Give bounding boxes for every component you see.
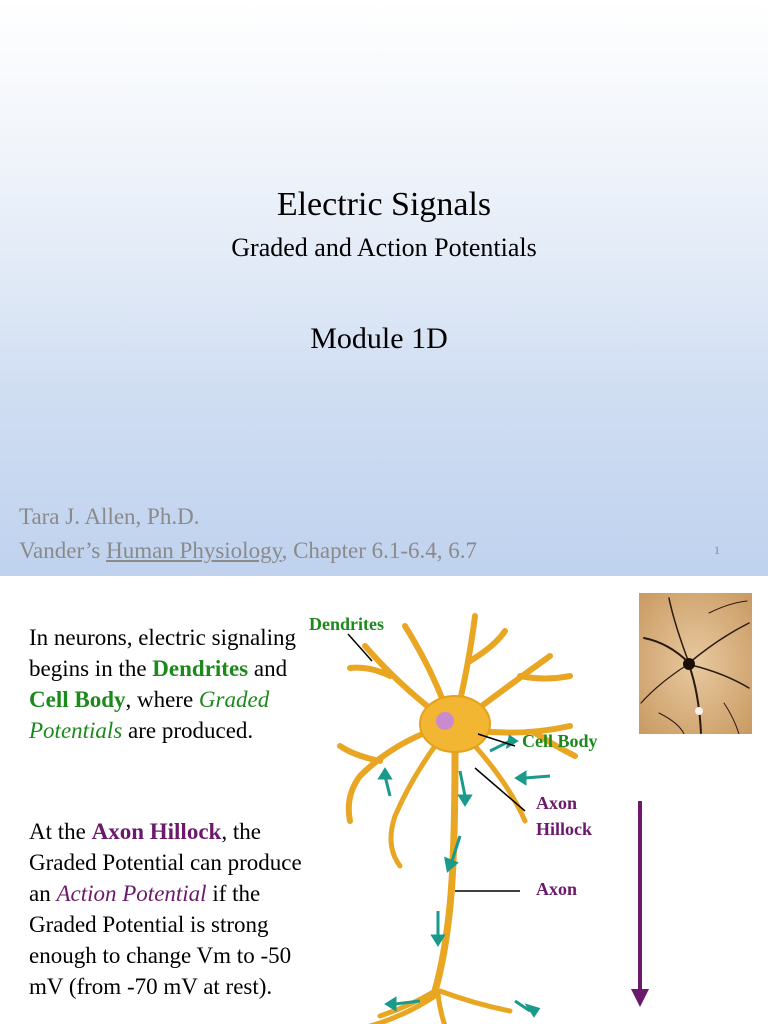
title-slide: Electric Signals Graded and Action Poten…	[0, 0, 768, 576]
p1-text-1: In neurons, electric signaling begins in…	[29, 625, 296, 681]
label-axon-hillock-line1: Axon	[536, 793, 578, 813]
label-dendrites: Dendrites	[309, 614, 384, 634]
p1-text-4: are produced.	[122, 718, 254, 743]
module-label: Module 1D	[310, 322, 448, 355]
reference-prefix: Vander’s	[19, 538, 107, 563]
p1-text-3: , where	[125, 687, 199, 712]
p1-cell-body-term: Cell Body	[29, 687, 126, 712]
direction-arrow-icon	[631, 801, 649, 1007]
p1-text-2: and	[248, 656, 288, 681]
p2-text-3: if the Graded Potential is strong enough…	[29, 881, 292, 999]
author-name: Tara J. Allen, Ph.D.	[19, 504, 200, 529]
p1-graded-term: Graded Potentials	[29, 687, 270, 743]
content-slide: In neurons, electric signaling begins in…	[0, 576, 768, 1024]
label-cell-body: Cell Body	[522, 731, 598, 751]
p2-hillock-term: Axon Hillock	[91, 819, 222, 844]
reference-suffix: , Chapter 6.1-6.4, 6.7	[281, 538, 478, 563]
p1-dendrites-term: Dendrites	[152, 656, 249, 681]
cell-body-shape	[419, 695, 491, 753]
chapter-reference: Vander’s Human Physiology, Chapter 6.1-6…	[19, 538, 477, 564]
page-number: 1	[714, 543, 720, 557]
neuron-micrograph-image	[639, 593, 752, 734]
slide-subtitle: Graded and Action Potentials	[231, 233, 537, 262]
neuron-diagram	[337, 613, 578, 1024]
slide-title: Electric Signals	[276, 186, 492, 223]
nucleus-shape	[436, 712, 454, 730]
p2-action-term: Action Potential	[56, 881, 207, 906]
p2-text-1: At the	[29, 819, 92, 844]
paragraph-dendrites: In neurons, electric signaling begins in…	[29, 622, 319, 746]
label-axon-hillock-line2: Hillock	[536, 819, 593, 839]
label-axon: Axon	[536, 879, 578, 899]
paragraph-axon-hillock: At the Axon Hillock, the Graded Potentia…	[29, 816, 319, 1002]
p2-text-2: , the Graded Potential can produce an	[29, 819, 302, 906]
reference-book-title: Human Physiology	[106, 538, 282, 563]
